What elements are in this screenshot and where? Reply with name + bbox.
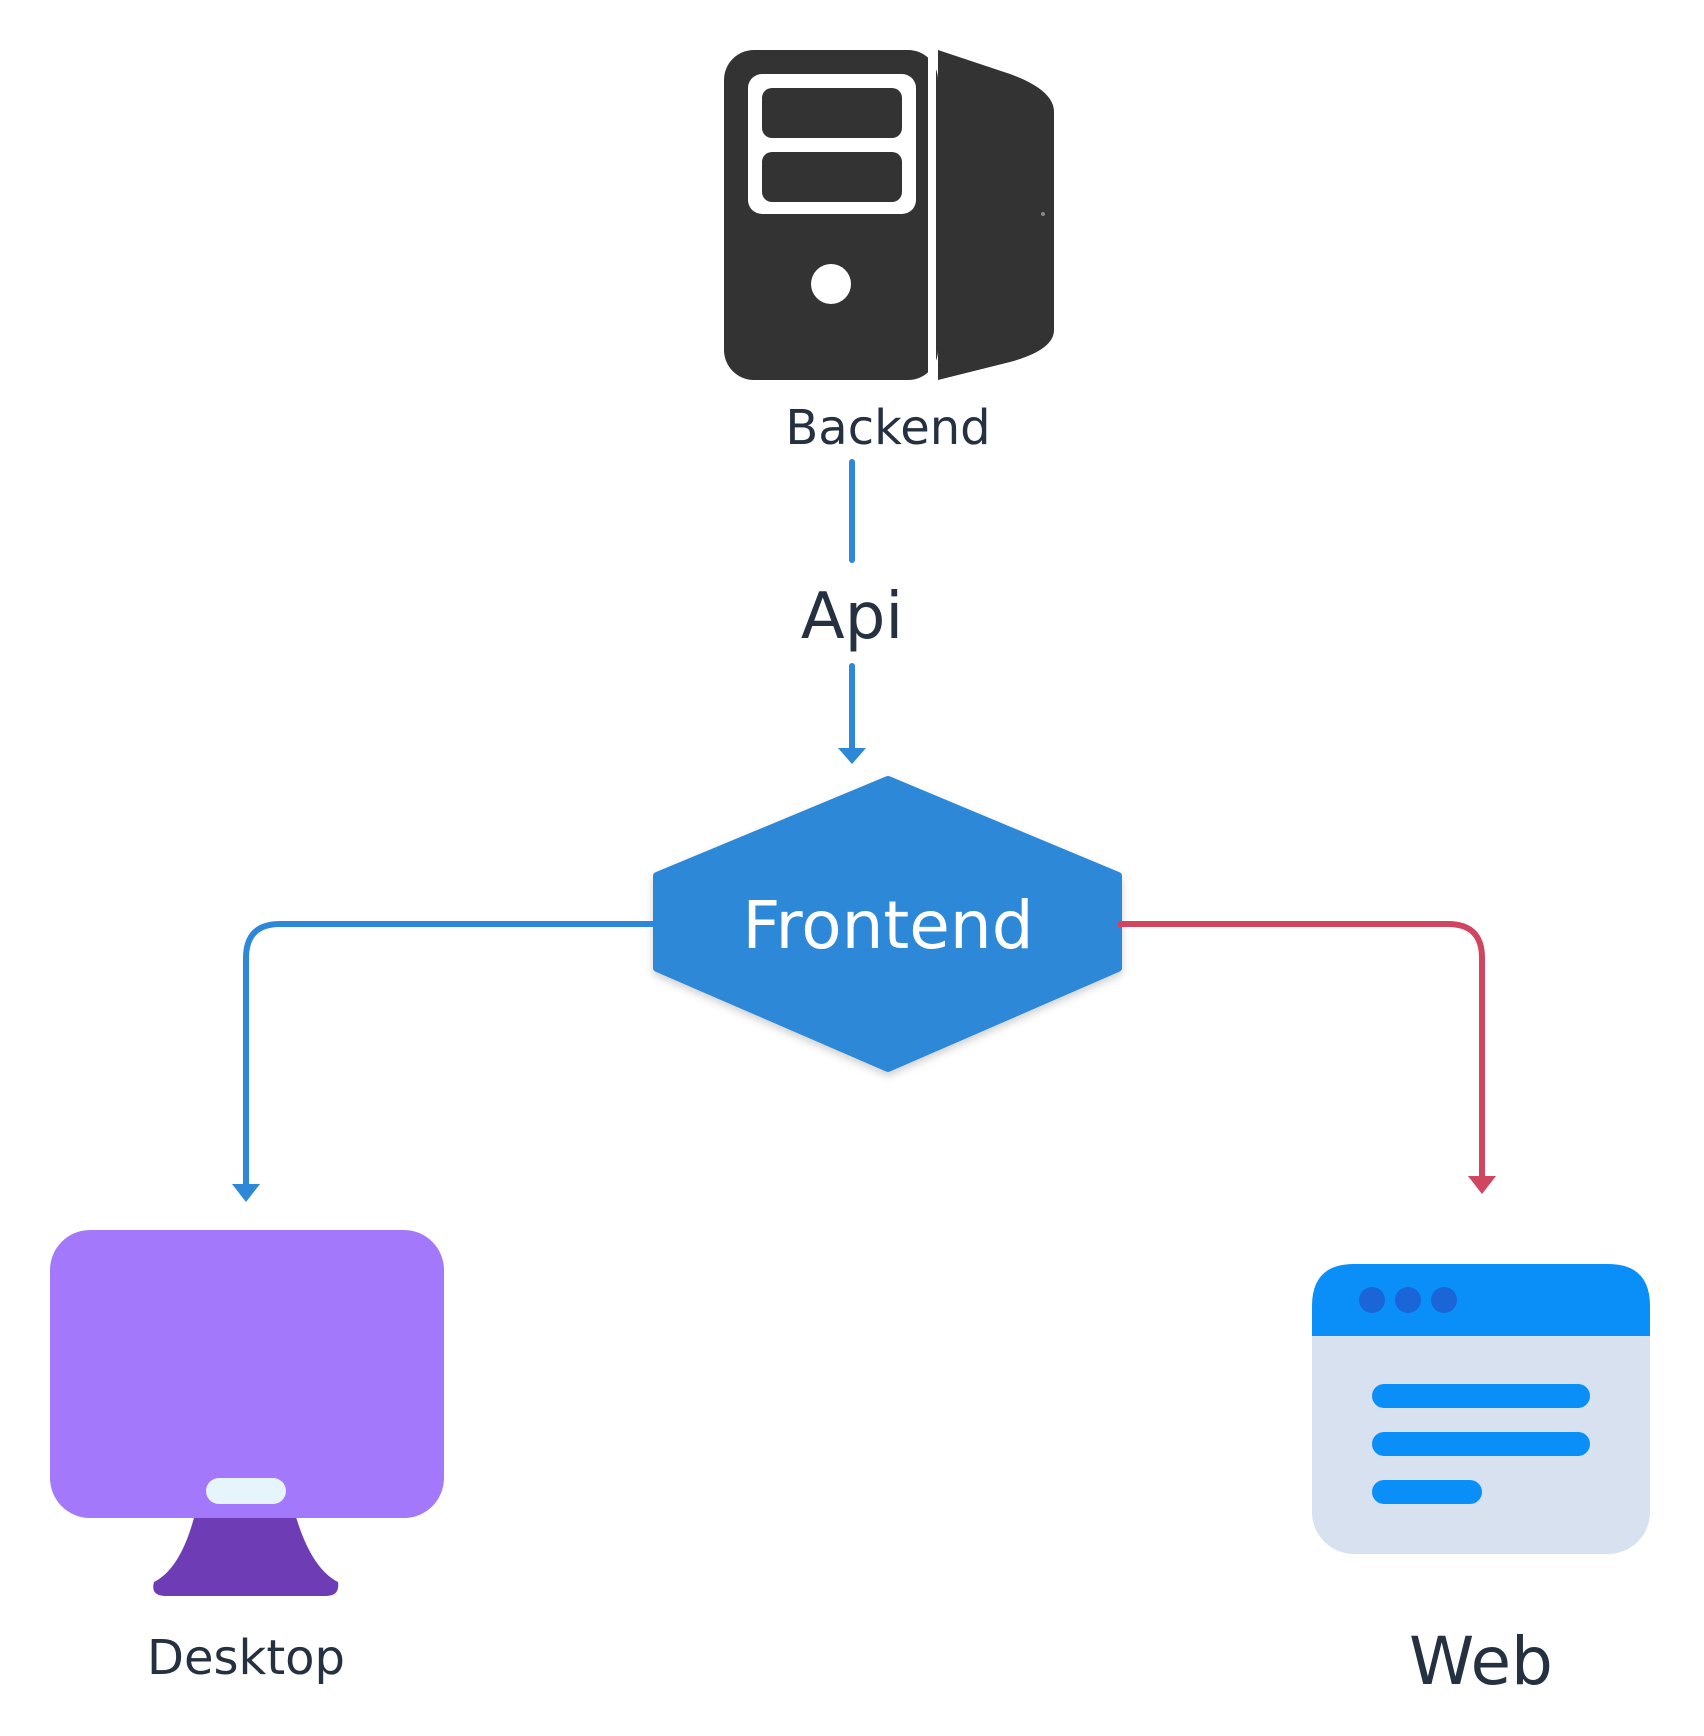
edge-arrowhead-web: [1468, 1176, 1496, 1194]
web-label: Web: [1409, 1623, 1553, 1700]
desktop-stand: [153, 1510, 339, 1596]
desktop-power-button: [206, 1478, 286, 1504]
desktop-label: Desktop: [147, 1630, 345, 1686]
browser-dot-3: [1431, 1287, 1457, 1313]
api-label: Api: [801, 580, 903, 654]
server-led: [1041, 212, 1045, 216]
server-side-panel: [938, 50, 1054, 380]
server-tower-icon: [724, 50, 1054, 380]
server-drive-bay-top: [762, 88, 902, 138]
browser-content-line-1: [1372, 1384, 1590, 1408]
backend-label: Backend: [785, 400, 990, 456]
browser-window-icon: [1312, 1264, 1650, 1554]
frontend-label: Frontend: [742, 887, 1033, 964]
browser-dot-1: [1359, 1287, 1385, 1313]
edge-arrowhead-desktop: [232, 1184, 260, 1202]
desktop-monitor-icon: [50, 1230, 444, 1596]
edge-frontend-desktop-line: [243, 921, 657, 1186]
frontend-node: Frontend: [653, 776, 1122, 1072]
desktop-screen: [50, 1230, 444, 1518]
edge-frontend-to-web: [1118, 921, 1496, 1194]
edge-frontend-web-line: [1118, 921, 1485, 1178]
server-separator: [928, 58, 936, 374]
edge-frontend-to-desktop: [232, 921, 657, 1202]
server-drive-bay-bottom: [762, 152, 902, 202]
frontend-hexagon: [653, 776, 1122, 1072]
browser-title-bar: [1312, 1264, 1650, 1336]
server-power-button: [811, 264, 851, 304]
edge-arrowhead-frontend: [838, 748, 866, 764]
browser-content-line-2: [1372, 1432, 1590, 1456]
browser-content-line-3: [1372, 1480, 1482, 1504]
edge-backend-to-frontend: [838, 459, 866, 764]
browser-dot-2: [1395, 1287, 1421, 1313]
